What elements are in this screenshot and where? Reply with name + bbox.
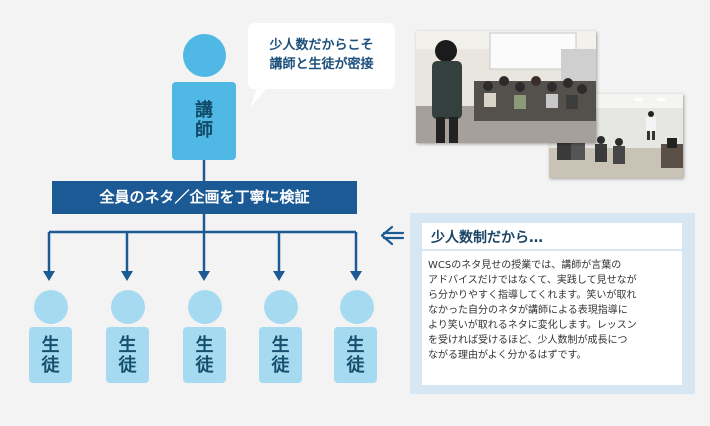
panel-description: WCSのネタ見せの授業では、講師が言葉の アドバイスだけではなくて、実践して見せ… xyxy=(428,260,637,361)
student-head xyxy=(34,290,68,324)
verification-banner: 全員のネタ／企画を丁寧に検証 xyxy=(52,181,357,214)
arrow-down-icon xyxy=(350,271,362,281)
panel-body: WCSのネタ見せの授業では、講師が言葉の アドバイスだけではなくて、実践して見せ… xyxy=(422,251,682,385)
student-label: 生 徒 xyxy=(346,335,365,376)
arrow-down-icon xyxy=(198,271,210,281)
student-label: 生 徒 xyxy=(118,335,137,376)
student-label: 生 徒 xyxy=(195,335,214,376)
classroom-illustration xyxy=(416,31,596,143)
student-label: 生 徒 xyxy=(271,335,290,376)
speech-bubble: 少人数だからこそ 講師と生徒が密接 xyxy=(248,23,395,89)
student-head xyxy=(340,290,374,324)
arrow-left-icon xyxy=(380,225,405,246)
arrow-down-icon xyxy=(121,271,133,281)
student-body: 生 徒 xyxy=(259,327,302,383)
student-label: 生 徒 xyxy=(41,335,60,376)
photo-classroom xyxy=(416,31,596,143)
student-head xyxy=(264,290,298,324)
student-body: 生 徒 xyxy=(334,327,377,383)
student-head xyxy=(188,290,222,324)
student-body: 生 徒 xyxy=(29,327,72,383)
teacher-head xyxy=(183,34,226,77)
arrow-down-icon xyxy=(43,271,55,281)
info-panel: 少人数制だから… WCSのネタ見せの授業では、講師が言葉の アドバイスだけではな… xyxy=(410,213,695,394)
bubble-text: 少人数だからこそ 講師と生徒が密接 xyxy=(269,38,374,72)
teacher-label: 講 師 xyxy=(195,100,213,141)
student-body: 生 徒 xyxy=(183,327,226,383)
teacher-body: 講 師 xyxy=(172,82,236,160)
student-body: 生 徒 xyxy=(106,327,149,383)
panel-header: 少人数制だから… xyxy=(422,223,682,249)
panel-title: 少人数制だから… xyxy=(431,230,543,246)
arrow-down-icon xyxy=(273,271,285,281)
student-head xyxy=(111,290,145,324)
rehearsal-room-illustration xyxy=(549,94,683,178)
